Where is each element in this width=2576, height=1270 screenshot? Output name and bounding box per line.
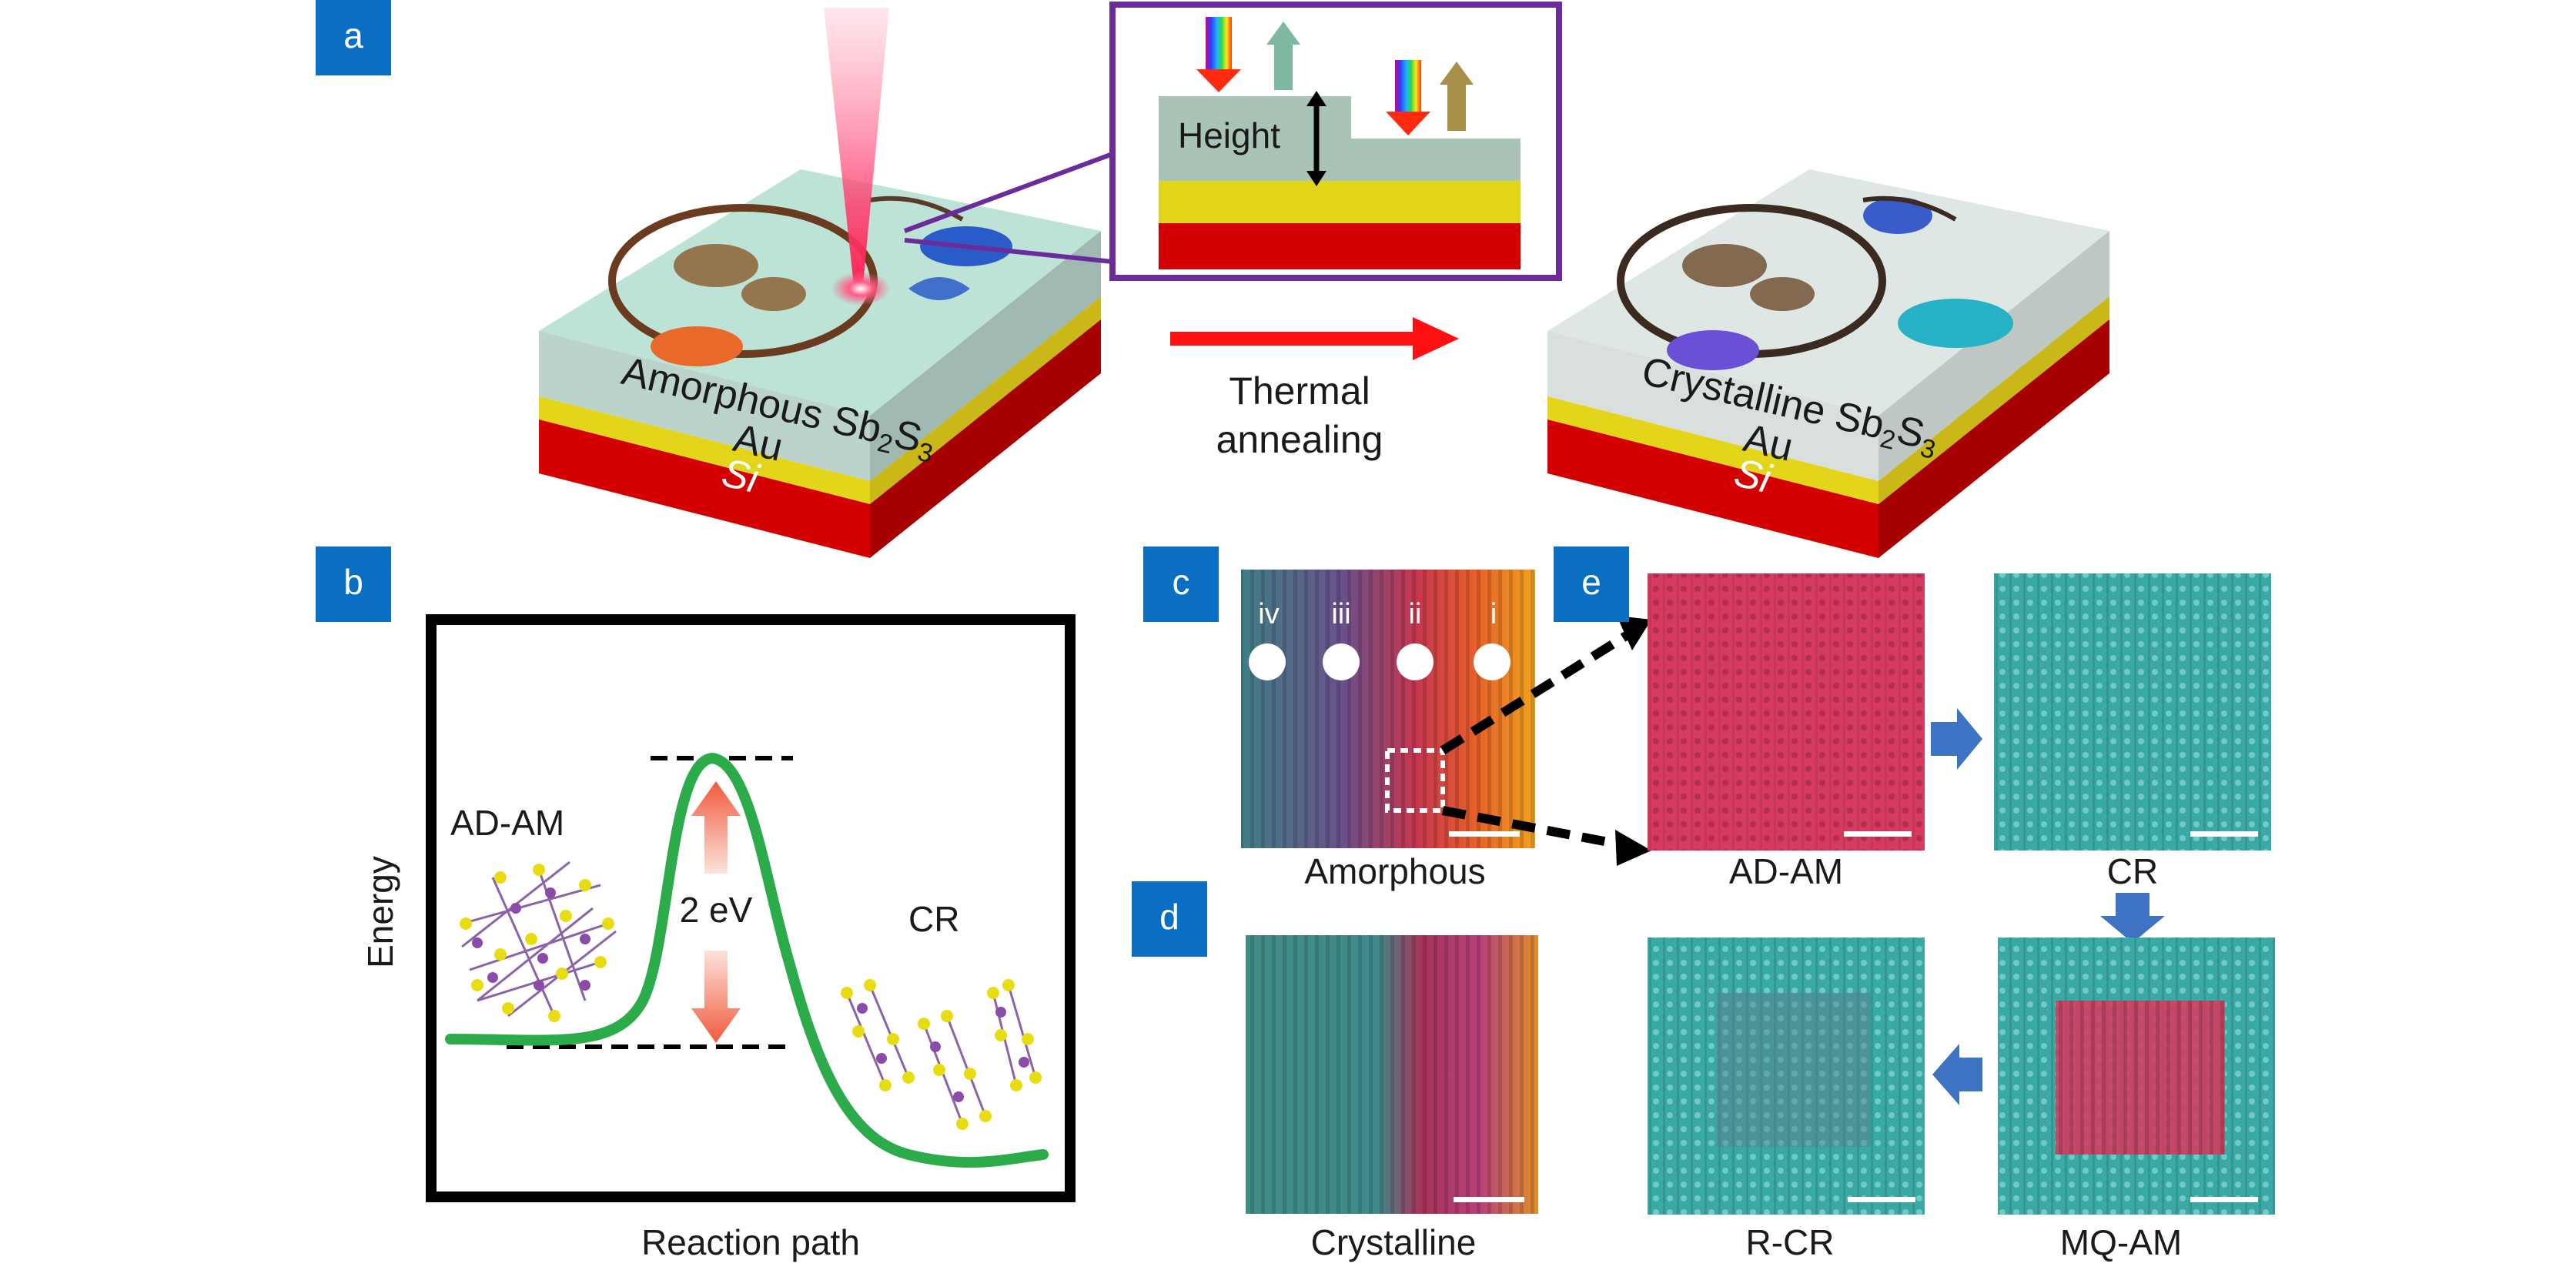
panel-c: c iv iii ii i Amorphous: [1143, 546, 1651, 891]
region-iv-label: iv: [1258, 598, 1279, 630]
amorphous-caption: Amorphous: [1304, 851, 1485, 891]
panel-b-letter: b: [343, 562, 363, 602]
panel-c-badge: [1143, 546, 1219, 622]
crystalline-caption: Crystalline: [1311, 1222, 1477, 1262]
panel-d-letter: d: [1159, 897, 1179, 937]
laser-spot: [831, 272, 890, 306]
panel-d-badge: [1132, 881, 1207, 957]
height-inset: Height: [903, 2, 1562, 281]
barrier-energy-label: 2 eV: [680, 890, 753, 930]
gold-layer-label-left: Au: [729, 416, 787, 470]
flow-arrow-left: [1932, 1044, 1982, 1105]
r-cr-caption: R-CR: [1746, 1222, 1835, 1262]
flow-arrow-right: [1931, 708, 1982, 770]
cr-caption: CR: [2107, 851, 2158, 891]
region-ii-label: ii: [1409, 598, 1422, 630]
region-i-marker: [1474, 643, 1510, 680]
height-label: Height: [1178, 115, 1280, 155]
zoom-region-box: [1385, 748, 1445, 813]
panel-c-letter: c: [1173, 562, 1190, 602]
crystalline-sample-block: Crystalline Sb2S3 Au Si: [1547, 169, 2109, 558]
scale-bar-c: [1449, 831, 1520, 837]
region-ii-marker: [1397, 643, 1434, 680]
panel-a-badge: [316, 0, 391, 75]
ad-am-micrograph: [1648, 573, 1925, 851]
energy-diagram-frame: [426, 614, 1076, 1202]
region-i-label: i: [1490, 598, 1497, 630]
panel-e-badge: [1554, 546, 1629, 622]
process-label-line2: annealing: [1216, 418, 1383, 461]
panel-e-letter: e: [1581, 562, 1601, 602]
annealing-arrow: [1413, 317, 1459, 360]
r-cr-micrograph: [1648, 937, 1925, 1215]
panel-d: d Crystalline: [1132, 881, 1538, 1262]
panel-b-badge: [316, 546, 391, 622]
panda-drawing-crystalline: [1617, 196, 2013, 370]
amorphous-sample-block: Amorphous Sb2S3 Au Si: [539, 8, 1101, 558]
region-iv-marker: [1249, 643, 1286, 680]
ad-am-structure: [460, 861, 617, 1022]
laser-beam: [824, 8, 889, 292]
panel-b: b Energy Reaction path 2 eV AD-AM CR: [316, 546, 1076, 1262]
gold-layer-label-right: Au: [1739, 416, 1797, 470]
flow-arrow-down: [2100, 893, 2165, 943]
cr-state-label: CR: [908, 899, 959, 939]
energy-axis-label: Energy: [360, 856, 400, 968]
region-iii-marker: [1323, 643, 1360, 680]
panel-e: e AD-AM CR MQ-AM R-CR: [1554, 546, 2275, 1262]
region-iii-label: iii: [1331, 598, 1350, 630]
ad-am-caption: AD-AM: [1729, 851, 1843, 891]
cr-structure: [841, 979, 1042, 1130]
mq-am-caption: MQ-AM: [2060, 1222, 2182, 1262]
ad-am-state-label: AD-AM: [450, 803, 564, 843]
panel-a: a: [316, 0, 2109, 558]
process-label-line1: Thermal: [1229, 369, 1370, 413]
cr-micrograph: [1994, 573, 2271, 851]
scale-bar-d: [1454, 1197, 1524, 1202]
energy-curve: [445, 752, 1049, 1168]
reaction-path-axis-label: Reaction path: [641, 1222, 860, 1262]
panel-a-letter: a: [343, 15, 363, 55]
